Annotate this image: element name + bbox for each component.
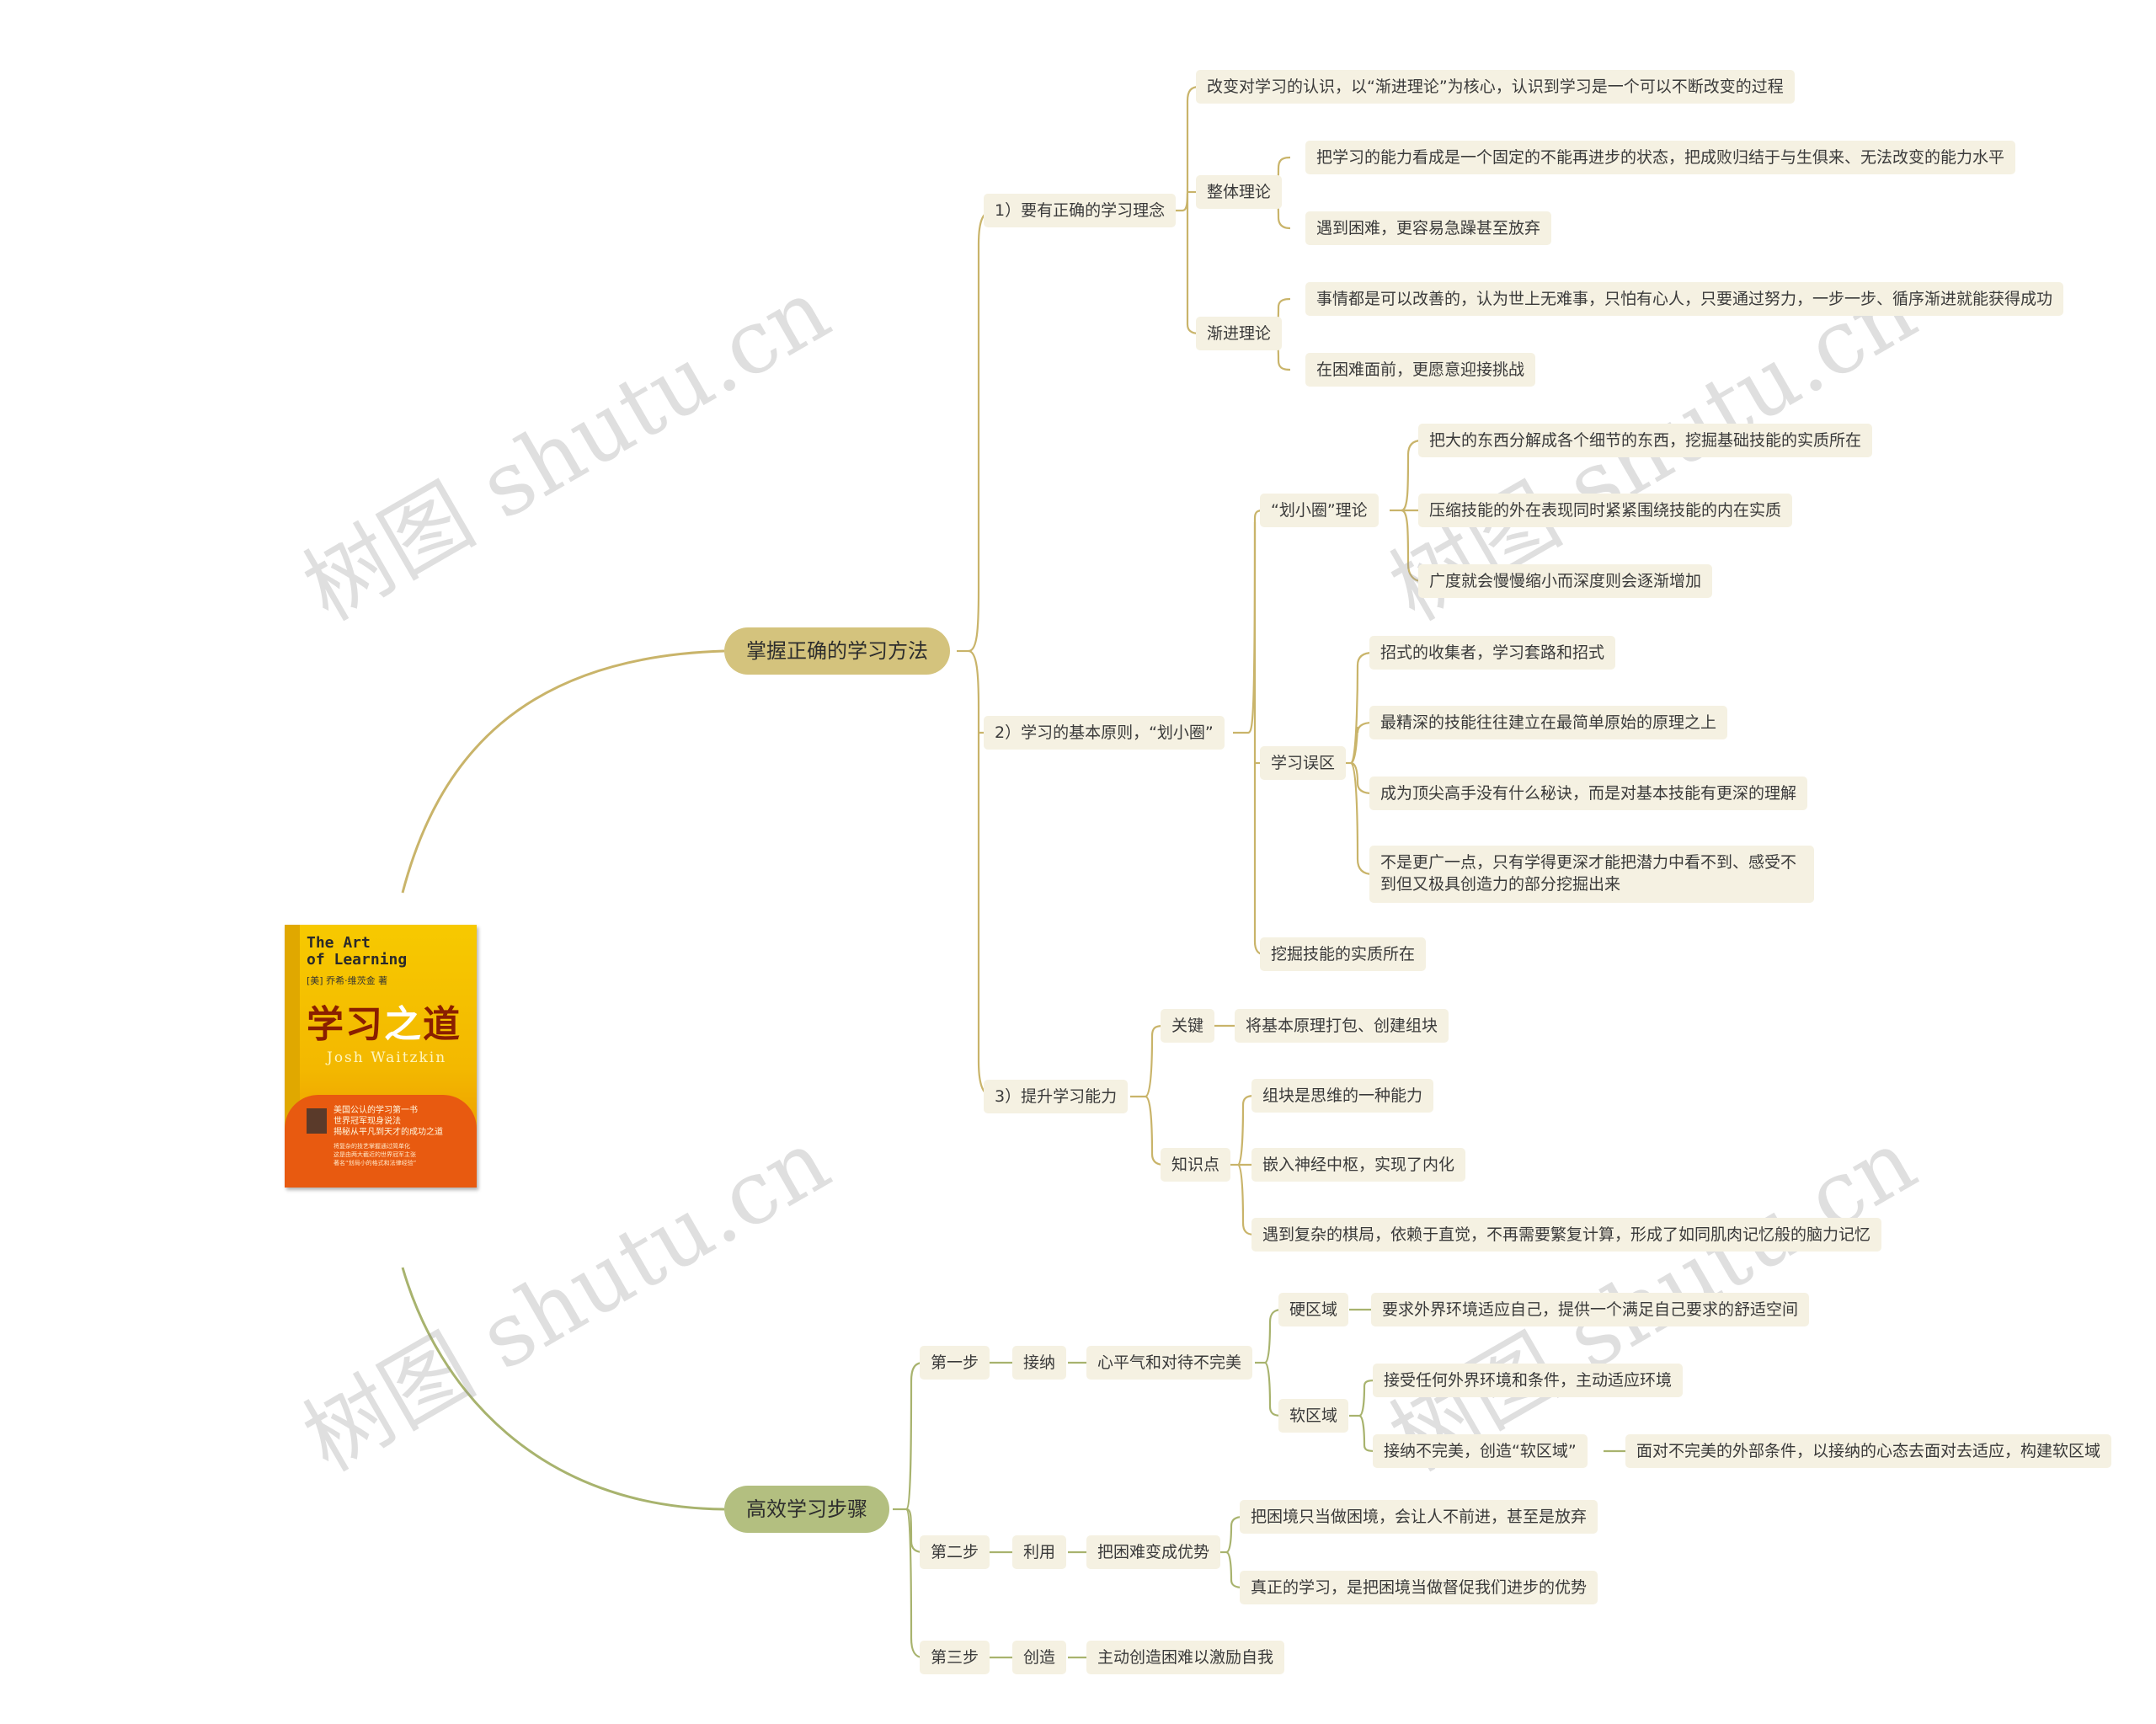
book-author-en: Josh Waitzkin (327, 1049, 446, 1066)
node-small-circle-2[interactable]: 压缩技能的外在表现同时紧紧围绕技能的内在实质 (1418, 494, 1792, 527)
node-pitfall-4[interactable]: 不是更广一点，只有学得更深才能把潜力中看不到、感受不到但又极具创造力的部分挖掘出… (1369, 846, 1814, 903)
node-soft-zone-2-detail[interactable]: 面对不完美的外部条件，以接纳的心态去面对去适应，构建软区域 (1625, 1434, 2111, 1468)
node-pitfall-3[interactable]: 成为顶尖高手没有什么秘诀，而是对基本技能有更深的理解 (1369, 777, 1807, 810)
node-small-circle-theory[interactable]: “划小圈”理论 (1260, 494, 1379, 527)
branch-learning-steps[interactable]: 高效学习步骤 (724, 1486, 889, 1533)
node-knowledge-3[interactable]: 遇到复杂的棋局，依赖于直觉，不再需要繁复计算，形成了如同肌肉记忆般的脑力记忆 (1251, 1218, 1881, 1252)
node-incremental-theory-1[interactable]: 事情都是可以改善的，认为世上无难事，只怕有心人，只要通过努力，一步一步、循序渐进… (1305, 282, 2063, 316)
node-advantage-1[interactable]: 把困境只当做困境，会让人不前进，甚至是放弃 (1240, 1500, 1598, 1534)
node-utilize[interactable]: 利用 (1012, 1535, 1066, 1569)
node-accept[interactable]: 接纳 (1012, 1346, 1066, 1380)
book-author-cn: [美] 乔希·维茨金 著 (307, 974, 387, 987)
node-basic-principle[interactable]: 2）学习的基本原则，“划小圈” (984, 716, 1225, 750)
node-calm-imperfect[interactable]: 心平气和对待不完美 (1086, 1346, 1252, 1380)
node-change-awareness[interactable]: 改变对学习的认识，以“渐进理论”为核心，认识到学习是一个可以不断改变的过程 (1196, 70, 1795, 104)
node-dig-essence[interactable]: 挖掘技能的实质所在 (1260, 937, 1426, 971)
node-advantage-2[interactable]: 真正的学习，是把困境当做督促我们进步的优势 (1240, 1571, 1598, 1604)
node-soft-zone-1[interactable]: 接受任何外界环境和条件，主动适应环境 (1373, 1364, 1683, 1397)
node-soft-zone-2[interactable]: 接纳不完美，创造“软区域” (1373, 1434, 1588, 1468)
node-step-2[interactable]: 第二步 (920, 1535, 990, 1569)
node-create-difficulty[interactable]: 主动创造困难以激励自我 (1086, 1641, 1284, 1674)
node-create[interactable]: 创造 (1012, 1641, 1066, 1674)
node-hard-zone-1[interactable]: 要求外界环境适应自己，提供一个满足自己要求的舒适空间 (1371, 1293, 1809, 1326)
node-entity-theory-1[interactable]: 把学习的能力看成是一个固定的不能再进步的状态，把成败归结于与生俱来、无法改变的能… (1305, 141, 2015, 174)
node-incremental-theory[interactable]: 渐进理论 (1196, 317, 1282, 350)
book-small-text: 将复杂的技艺掌握通过简单化 这是由两大截近的世界冠军主张 著名“划局小的格式和法… (334, 1142, 416, 1167)
book-blurb: 美国公认的学习第一书 世界冠军现身说法 揭秘从平凡到天才的成功之道 (334, 1105, 443, 1138)
node-key-1[interactable]: 将基本原理打包、创建组块 (1235, 1009, 1449, 1043)
node-key[interactable]: 关键 (1161, 1009, 1214, 1043)
node-improve-ability[interactable]: 3）提升学习能力 (984, 1080, 1128, 1113)
node-knowledge-2[interactable]: 嵌入神经中枢，实现了内化 (1251, 1148, 1465, 1182)
node-pitfall-1[interactable]: 招式的收集者，学习套路和招式 (1369, 636, 1615, 670)
node-knowledge-1[interactable]: 组块是思维的一种能力 (1251, 1079, 1433, 1113)
author-photo (307, 1108, 327, 1134)
node-pitfall-2[interactable]: 最精深的技能往往建立在最简单原始的原理之上 (1369, 706, 1727, 739)
branch-learning-method[interactable]: 掌握正确的学习方法 (724, 627, 950, 675)
node-learning-concept[interactable]: 1）要有正确的学习理念 (984, 194, 1176, 227)
node-learning-pitfalls[interactable]: 学习误区 (1260, 746, 1346, 780)
node-small-circle-3[interactable]: 广度就会慢慢缩小而深度则会逐渐增加 (1418, 564, 1712, 598)
node-entity-theory-2[interactable]: 遇到困难，更容易急躁甚至放弃 (1305, 211, 1551, 245)
node-hard-zone[interactable]: 硬区域 (1278, 1293, 1348, 1326)
book-cover-root[interactable]: The Art of Learning [美] 乔希·维茨金 著 学习之道 Jo… (285, 925, 477, 1188)
node-entity-theory[interactable]: 整体理论 (1196, 175, 1282, 209)
node-step-1[interactable]: 第一步 (920, 1346, 990, 1380)
node-knowledge-point[interactable]: 知识点 (1161, 1148, 1230, 1182)
node-step-3[interactable]: 第三步 (920, 1641, 990, 1674)
node-incremental-theory-2[interactable]: 在困难面前，更愿意迎接挑战 (1305, 353, 1535, 387)
book-title-cn: 学习之道 (307, 994, 462, 1048)
book-title-en: The Art of Learning (307, 935, 407, 969)
node-soft-zone[interactable]: 软区域 (1278, 1399, 1348, 1433)
node-turn-advantage[interactable]: 把困难变成优势 (1086, 1535, 1220, 1569)
node-small-circle-1[interactable]: 把大的东西分解成各个细节的东西，挖掘基础技能的实质所在 (1418, 424, 1872, 457)
